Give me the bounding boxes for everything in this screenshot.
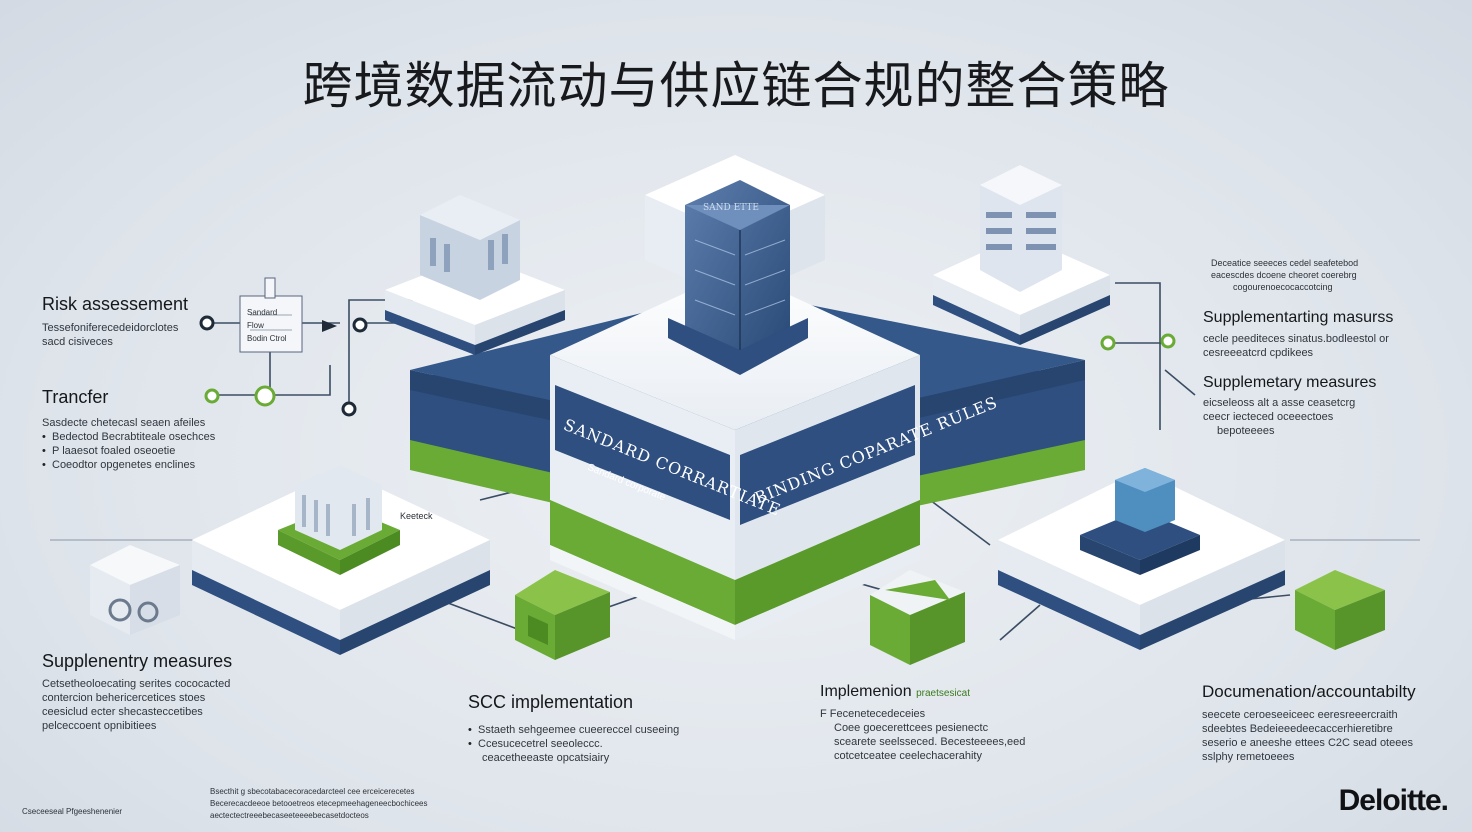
flow-document-icon <box>239 277 303 353</box>
footer-left: Cseceeseal Pfgeeshenenier <box>22 807 123 816</box>
server-cube <box>90 545 180 635</box>
right-top-section: Deceatice seeeces cedel seafetebod eaces… <box>1203 258 1394 437</box>
green-box-left <box>515 570 610 660</box>
page-title: 跨境数据流动与供应链合规的整合策略 <box>302 57 1170 115</box>
deloitte-logo: Deloitte. <box>1338 784 1449 817</box>
left-top-platform <box>385 195 565 355</box>
bullet-icon: • <box>468 738 472 750</box>
platform-tag: Keeteck <box>400 511 433 521</box>
supplementary-left-heading: Supplenentry measures <box>42 651 233 671</box>
implementation-tag: praetsesicat <box>916 688 970 699</box>
documentation-section: Documenation/accountabilty seecete ceroe… <box>1202 682 1416 763</box>
bullet-icon: • <box>42 431 46 443</box>
documentation-heading: Documenation/accountabilty <box>1202 682 1416 701</box>
right-top-platform <box>933 165 1110 345</box>
implementation-heading: Implemenion <box>820 683 912 700</box>
green-box-far-right <box>1295 570 1385 650</box>
tower-label: SAND ETTE <box>703 203 759 213</box>
left-bottom-platform <box>192 465 490 655</box>
bullet-icon: • <box>468 724 472 736</box>
supplementary-measures-heading-1: Supplementarting masurss <box>1203 309 1394 326</box>
center-platform <box>410 155 1085 640</box>
connector-nodes <box>199 315 1176 417</box>
flow-document-text: Sandard Flow Bodin Ctrol <box>247 308 287 343</box>
scc-implementation-heading: SCC implementation <box>468 692 634 712</box>
scc-implementation-section: SCC implementation •Sstaeth sehgeemee cu… <box>468 692 680 764</box>
implementation-section: Implemenion praetsesicat F Fecenetecedec… <box>820 683 1026 762</box>
transfer-section: Trancfer Sasdecte chetecasl seaen afeile… <box>42 387 216 471</box>
transfer-heading: Trancfer <box>42 387 109 407</box>
risk-assessment-section: Risk assessement Tessefoniferecedeidorcl… <box>42 294 189 348</box>
risk-assessment-heading: Risk assessement <box>42 294 189 314</box>
green-box-right <box>870 570 965 665</box>
supplementary-left-section: Supplenentry measures Cetsetheoloecating… <box>42 651 233 732</box>
supplementary-measures-heading-2: Supplemetary measures <box>1203 374 1377 391</box>
bullet-icon: • <box>42 459 46 471</box>
right-bottom-platform <box>998 468 1285 650</box>
footer-notes: Bsecthit g sbecotabacecoracedarcteel cee… <box>210 787 428 820</box>
bullet-icon: • <box>42 445 46 457</box>
